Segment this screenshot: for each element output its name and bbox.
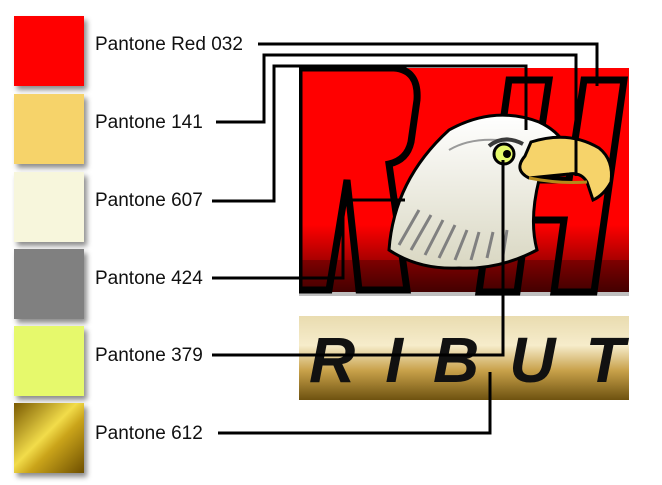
swatch-pantone-612 — [14, 403, 84, 473]
gold-banner: RIBUT — [299, 316, 629, 400]
swatch-pantone-red-032 — [14, 16, 84, 86]
swatch-pantone-424 — [14, 249, 84, 319]
eagle-logo-artwork: RIBUT — [299, 60, 629, 410]
label-pantone-612: Pantone 612 — [95, 423, 203, 444]
swatch-pantone-607 — [14, 172, 84, 242]
svg-text:RIBUT: RIBUT — [309, 324, 629, 396]
label-pantone-red-032: Pantone Red 032 — [95, 34, 243, 55]
label-pantone-379: Pantone 379 — [95, 345, 203, 366]
label-pantone-607: Pantone 607 — [95, 190, 203, 211]
swatch-pantone-141 — [14, 94, 84, 164]
eagle-logo-illustration: RIBUT — [299, 64, 629, 400]
label-pantone-424: Pantone 424 — [95, 268, 203, 289]
swatch-pantone-379 — [14, 326, 84, 396]
label-pantone-141: Pantone 141 — [95, 112, 203, 133]
